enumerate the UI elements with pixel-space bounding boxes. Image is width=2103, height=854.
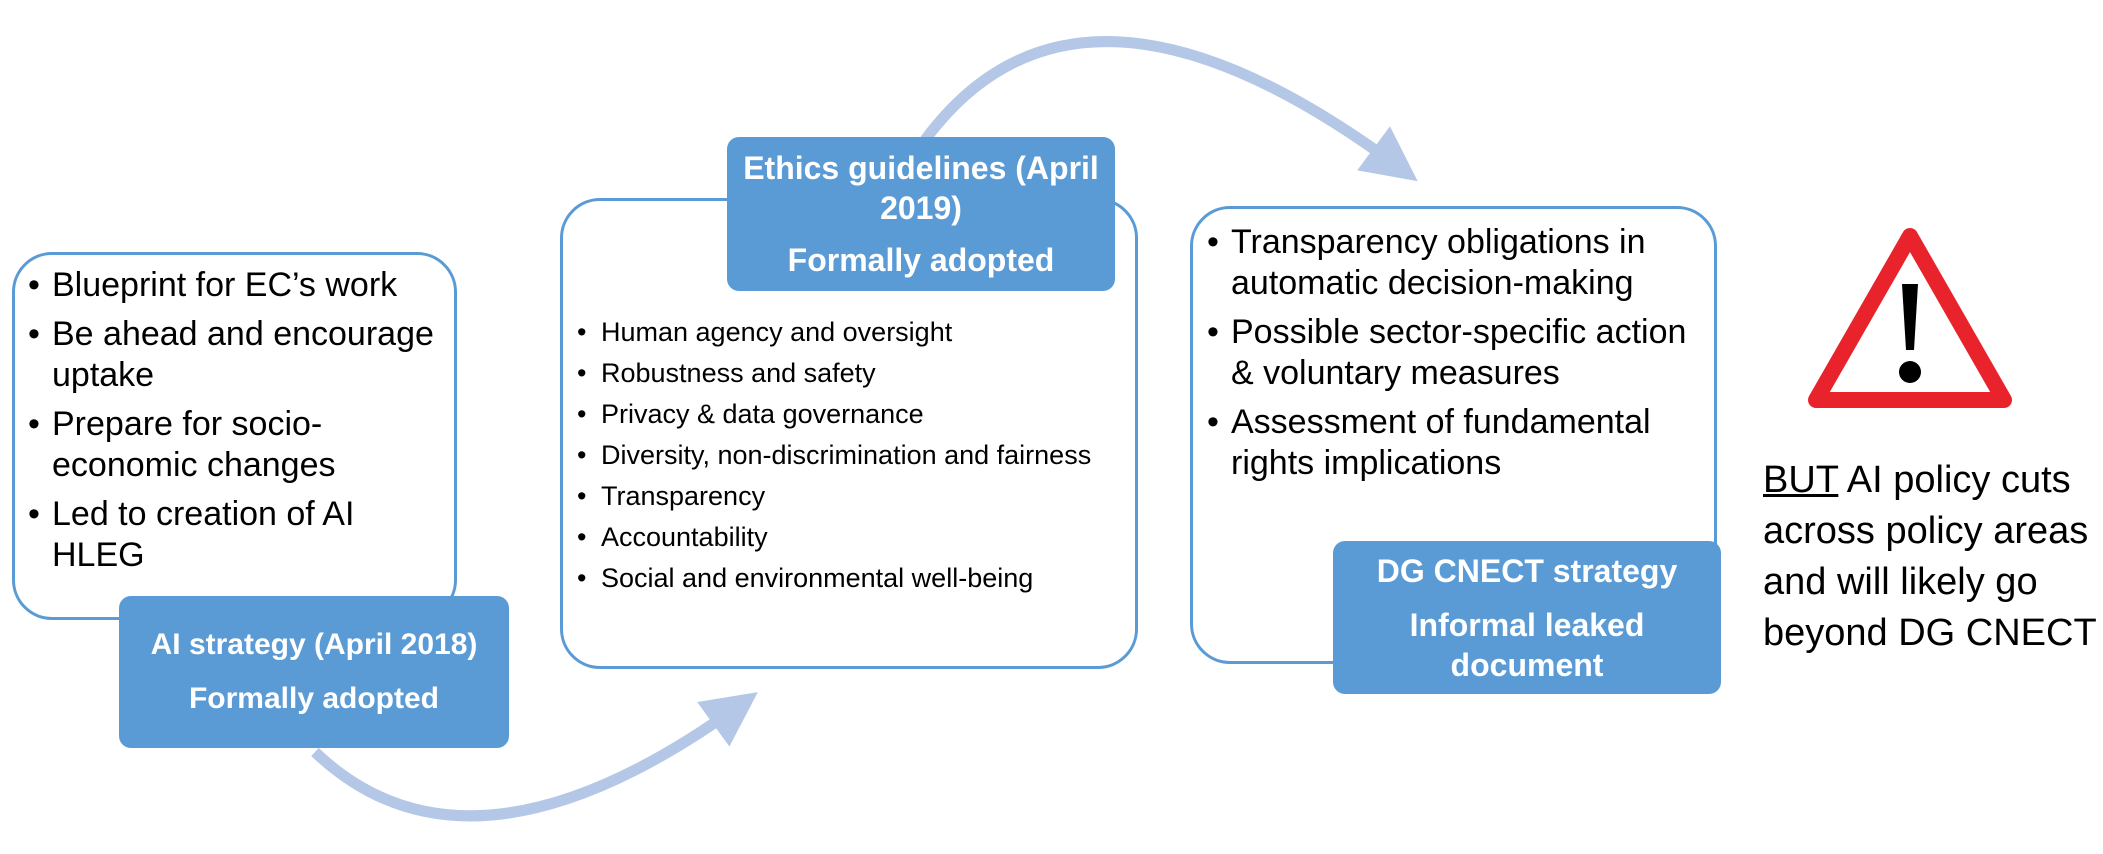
list-item: Human agency and oversight [577,314,1097,350]
stage1-status: Formally adopted [188,682,440,715]
arrow-stage2-to-stage3 [920,36,1418,182]
stage3-label: DG CNECT strategy Informal leaked docume… [1333,541,1721,694]
list-item: Privacy & data governance [577,396,1097,432]
stage2-label: Ethics guidelines (April 2019) Formally … [727,137,1115,291]
policy-note: BUT AI policy cuts across policy areas a… [1763,455,2098,659]
warning-triangle-icon [1808,228,2012,408]
list-item: Be ahead and encourage uptake [28,314,438,396]
note-emphasis: BUT [1763,459,1839,501]
list-item: Transparency obligations in automatic de… [1207,222,1707,304]
stage3-title: DG CNECT strategy [1376,552,1678,589]
arrow-stage1-to-stage2 [311,692,758,822]
stage1-label: AI strategy (April 2018) Formally adopte… [119,596,509,748]
list-item: Led to creation of AI HLEG [28,494,438,576]
stage1-title: AI strategy (April 2018) [150,628,478,661]
stage3-status: Informal leaked document [1409,606,1645,683]
stage1-bullet-list: Blueprint for EC’s work Be ahead and enc… [28,265,438,584]
stage2-title: Ethics guidelines (April 2019) [743,150,1099,226]
list-item: Social and environmental well-being [577,560,1097,596]
note-text: AI policy cuts across policy areas and w… [1763,459,2097,654]
stage2-bullet-list: Human agency and oversight Robustness an… [577,314,1097,601]
list-item: Blueprint for EC’s work [28,265,438,306]
list-item: Diversity, non-discrimination and fairne… [577,437,1097,473]
stage3-bullet-list: Transparency obligations in automatic de… [1207,222,1707,492]
list-item: Robustness and safety [577,355,1097,391]
list-item: Prepare for socio-economic changes [28,404,438,486]
stage2-status: Formally adopted [787,242,1055,278]
list-item: Transparency [577,478,1097,514]
list-item: Accountability [577,519,1097,555]
list-item: Assessment of fundamental rights implica… [1207,402,1707,484]
list-item: Possible sector-specific action & volunt… [1207,312,1707,394]
